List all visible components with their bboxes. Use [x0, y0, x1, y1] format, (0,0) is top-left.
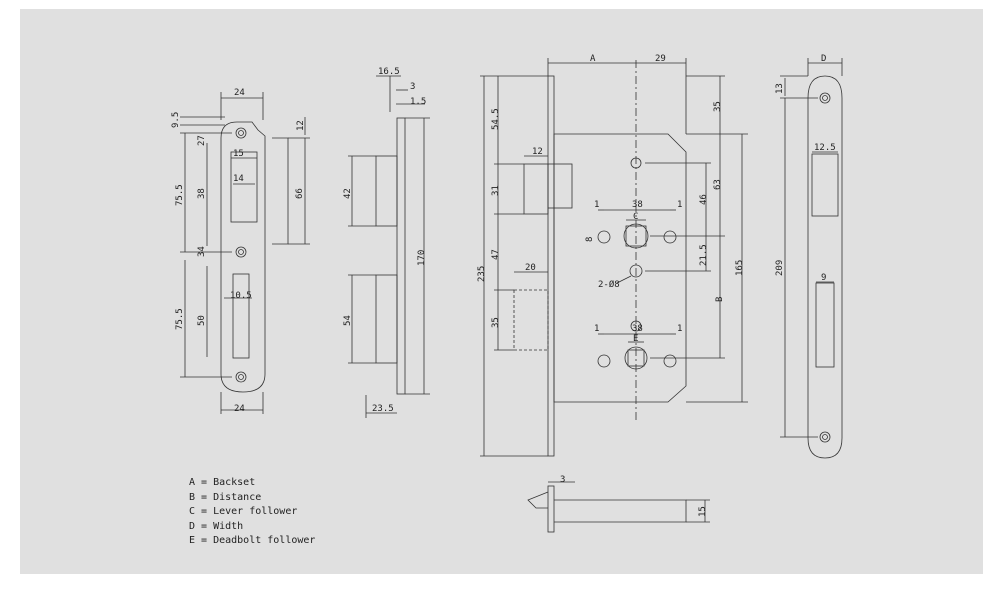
- dim-top-to-latch: 54.5: [491, 108, 501, 130]
- dim-screw-hole: 8: [585, 237, 595, 242]
- dim-right-top: 35: [713, 101, 723, 112]
- dim-strike-right-top: 12: [296, 120, 306, 131]
- drawing-sheet: [20, 9, 983, 574]
- dim-gap: 47: [491, 249, 501, 260]
- dim-key-margin-right: 1: [677, 324, 682, 334]
- dim-margin-left: 1: [594, 200, 599, 210]
- dim-strike-lower-pitch: 75.5: [175, 308, 185, 330]
- legend-item: D = Width: [189, 520, 244, 532]
- dim-strike-top-offset: 9.5: [171, 112, 181, 128]
- dim-strike-hole-slot: 27: [197, 135, 207, 146]
- dim-top-to-spindle: 63: [713, 179, 723, 190]
- dim-side-plate: 3: [410, 82, 415, 92]
- dim-faceplate-hole-pitch: 209: [775, 260, 785, 276]
- legend-item: A = Backset: [189, 477, 256, 488]
- dim-faceplate-width: D: [821, 54, 826, 64]
- dim-strike-bottom-width: 24: [234, 404, 245, 414]
- dim-top-plate: 3: [560, 475, 565, 485]
- dim-strike-right-height: 66: [295, 188, 305, 199]
- dim-latch-projection: 12: [532, 147, 543, 157]
- dim-bolt-height: 35: [491, 317, 501, 328]
- top-view: [527, 481, 710, 533]
- dim-faceplate-top-hole: 13: [775, 83, 785, 94]
- dim-side-bolt-depth: 23.5: [372, 404, 394, 414]
- dim-strike-upper-pitch: 75.5: [175, 184, 185, 206]
- legend-item: C = Lever follower: [189, 506, 298, 518]
- dim-strike-bolt-width: 10.5: [230, 291, 252, 301]
- legend-item: E = Deadbolt follower: [189, 535, 316, 547]
- dim-handle-offset: 29: [655, 54, 666, 64]
- dim-key-margin-left: 1: [594, 324, 599, 334]
- strike-plate: [180, 92, 310, 414]
- dim-bolt-projection: 20: [525, 263, 536, 273]
- dim-holes: 2-Ø8: [598, 279, 620, 290]
- dim-strike-top-width: 24: [234, 88, 245, 98]
- faceplate: [780, 58, 843, 459]
- dim-faceplate-latch-window: 12.5: [814, 143, 836, 153]
- dim-strike-mid-gap: 34: [197, 246, 207, 257]
- dim-deadbolt-follower: E: [633, 334, 638, 344]
- dim-top-height: 15: [698, 506, 708, 517]
- dim-side-lip: 1.5: [410, 97, 426, 107]
- dim-strike-latch-height: 38: [197, 188, 207, 199]
- legend: A = Backset B = Distance C = Lever followe…: [189, 476, 315, 549]
- dim-latch-height: 31: [491, 185, 501, 196]
- dim-side-latch-height: 42: [343, 188, 353, 199]
- dim-body-height: 165: [735, 260, 745, 276]
- dim-strike-latch-width: 15: [233, 149, 244, 159]
- dim-spindle-width: 38: [632, 200, 643, 210]
- dim-screw-to-key: 21.5: [699, 244, 709, 266]
- dim-key-width: 38: [632, 324, 643, 334]
- dim-side-thickness: 16.5: [378, 67, 400, 77]
- dim-side-bolt-height: 54: [343, 315, 353, 326]
- legend-item: B = Distance: [189, 491, 262, 503]
- dim-distance: B: [715, 297, 725, 302]
- dim-lever-follower: C: [633, 212, 638, 222]
- dim-strike-latch-inner: 14: [233, 174, 244, 184]
- dim-overall-height: 235: [477, 266, 487, 282]
- dim-faceplate-bolt-window: 9: [821, 273, 826, 283]
- lock-body: [480, 58, 748, 457]
- dim-strike-bolt-height: 50: [197, 315, 207, 326]
- dim-margin-right: 1: [677, 200, 682, 210]
- dim-side-plate-length: 170: [417, 250, 427, 266]
- side-view: [348, 75, 430, 418]
- dim-backset: A: [590, 54, 596, 64]
- dim-spindle-to-screw: 46: [699, 194, 709, 205]
